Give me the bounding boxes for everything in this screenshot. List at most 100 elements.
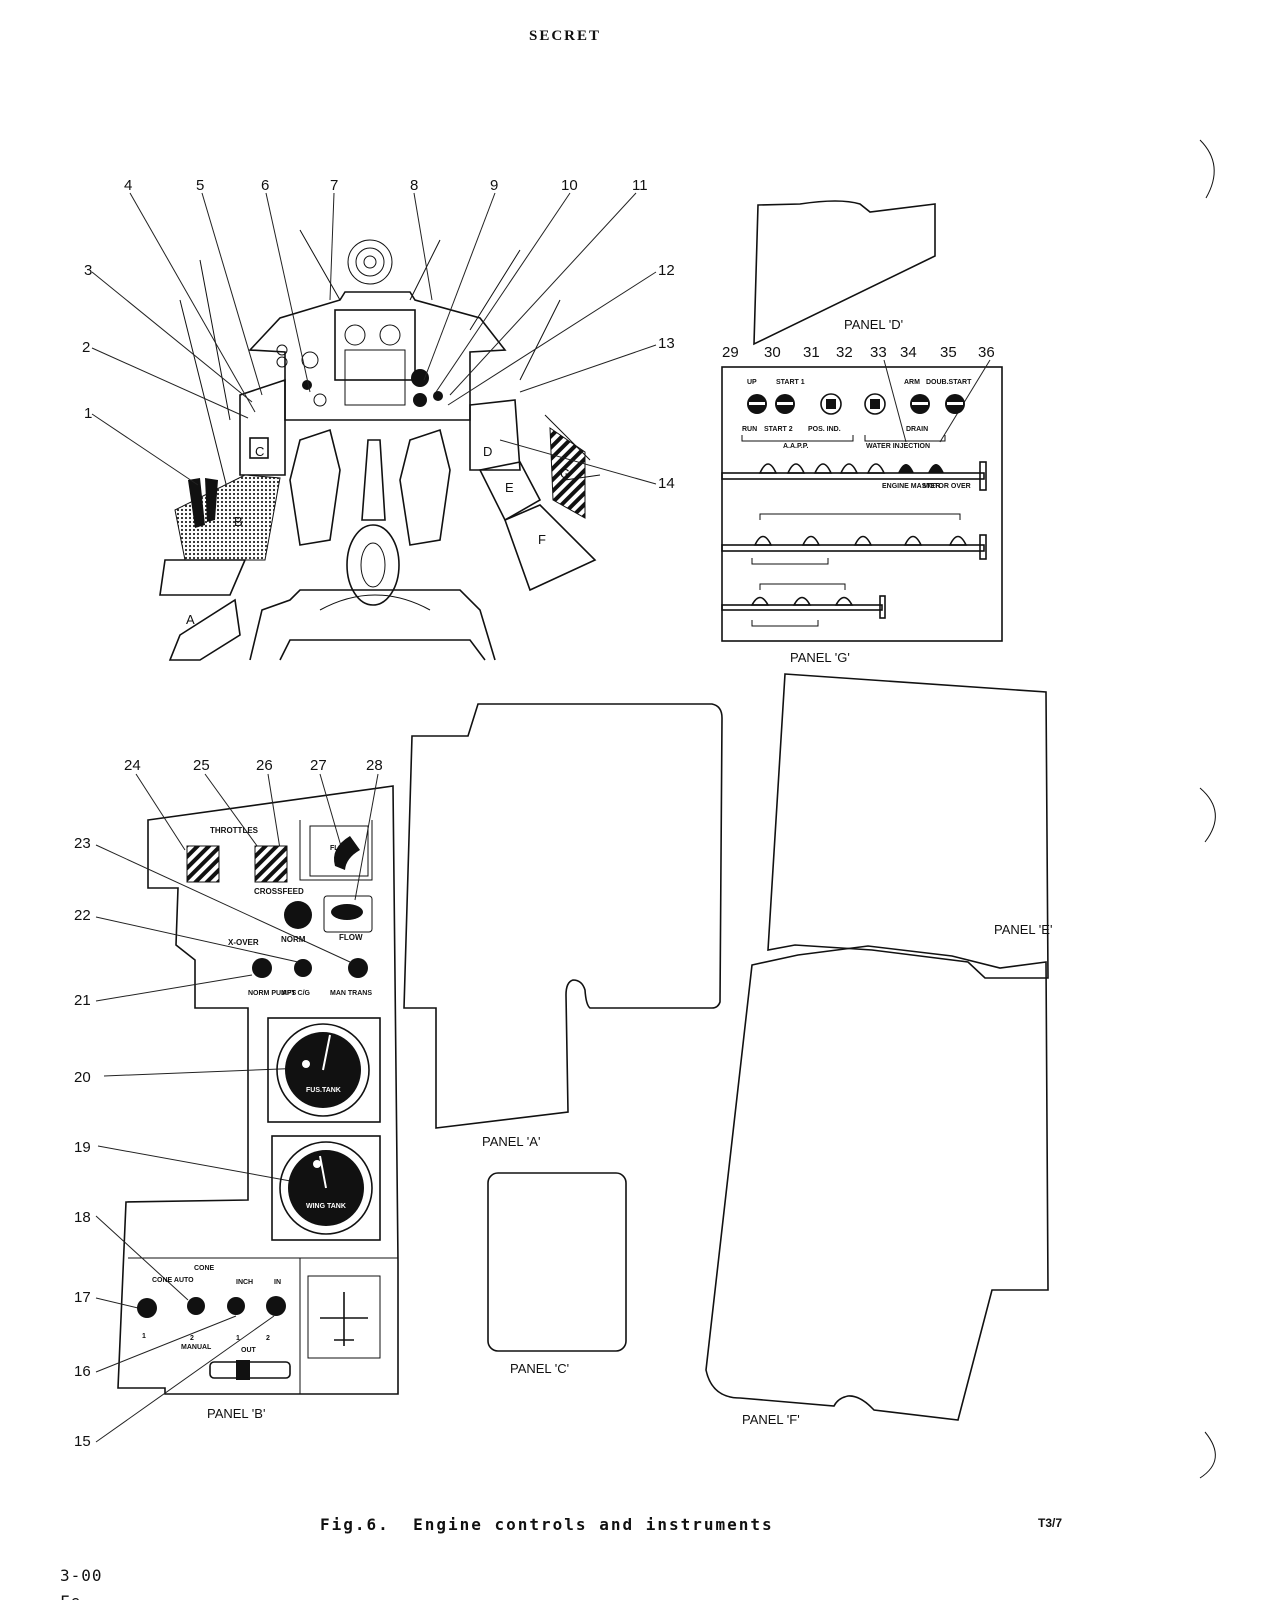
throttle-lever-hp[interactable] bbox=[186, 845, 220, 883]
wing-tank-label: WING TANK bbox=[306, 1203, 346, 1210]
page-number: 3-00 bbox=[60, 1566, 103, 1585]
throttle-lever-lp[interactable] bbox=[254, 845, 288, 883]
cockpit-callouts: 1 2 3 4 5 6 7 8 9 10 11 12 13 14 bbox=[82, 177, 675, 492]
label-posind: POS. IND. bbox=[808, 426, 841, 433]
callout-36: 36 bbox=[978, 344, 995, 361]
callout-15: 15 bbox=[74, 1433, 91, 1450]
panel-f-label: PANEL 'F' bbox=[742, 1412, 800, 1427]
callout-5: 5 bbox=[196, 177, 204, 194]
label-norm-pumps: NORM PUMPS bbox=[248, 990, 297, 997]
callout-35: 35 bbox=[940, 344, 957, 361]
cockpit-letter-b: B bbox=[234, 514, 243, 529]
label-up: UP bbox=[747, 379, 757, 386]
panel-e: PANEL 'E' bbox=[767, 673, 1052, 979]
label-start2: START 2 bbox=[764, 426, 793, 433]
panel-g-row2 bbox=[721, 513, 987, 565]
callout-28: 28 bbox=[366, 757, 383, 774]
aft-cg-switch[interactable] bbox=[294, 959, 312, 977]
label-xover: X-OVER bbox=[228, 938, 259, 947]
label-cone-2: 2 bbox=[190, 1335, 194, 1342]
cockpit-letter-f: F bbox=[538, 532, 546, 547]
label-water-injection: WATER INJECTION bbox=[866, 443, 930, 450]
panel-d-label: PANEL 'D' bbox=[844, 317, 903, 332]
in-switch[interactable] bbox=[266, 1296, 286, 1316]
panel-g-row3 bbox=[721, 583, 886, 627]
panel-f: PANEL 'F' bbox=[705, 945, 1049, 1427]
panel-g-row1 bbox=[721, 461, 987, 491]
label-cone-1: 1 bbox=[142, 1333, 146, 1340]
panel-g-switches bbox=[747, 393, 965, 415]
switch-31-indicator bbox=[826, 399, 836, 409]
callout-23: 23 bbox=[74, 835, 91, 852]
callout-9: 9 bbox=[490, 177, 498, 194]
panel-g: 29 30 31 32 33 34 35 36 UP START 1 ARM D… bbox=[721, 344, 1003, 665]
callout-26: 26 bbox=[256, 757, 273, 774]
callout-11: 11 bbox=[632, 177, 648, 194]
callout-19: 19 bbox=[74, 1139, 91, 1156]
inch-switch[interactable] bbox=[227, 1297, 245, 1315]
figure-reference: T3/7 bbox=[1038, 1516, 1063, 1530]
callout-20: 20 bbox=[74, 1069, 91, 1086]
callout-33: 33 bbox=[870, 344, 887, 361]
panel-b: 24 25 26 27 28 THROTTLES FL CROSSFEED NO… bbox=[74, 757, 399, 1450]
label-crossfeed: CROSSFEED bbox=[254, 887, 304, 896]
panel-b-label: PANEL 'B' bbox=[207, 1406, 265, 1421]
label-motor-over: MOTOR OVER bbox=[923, 483, 971, 490]
label-in: IN bbox=[274, 1279, 281, 1286]
cockpit-illustration bbox=[159, 229, 601, 661]
cockpit-letter-d: D bbox=[483, 444, 492, 459]
switch-32-indicator bbox=[870, 399, 880, 409]
callout-29: 29 bbox=[722, 344, 739, 361]
label-drain: DRAIN bbox=[906, 426, 928, 433]
callout-1: 1 bbox=[84, 405, 92, 422]
label-start1: START 1 bbox=[776, 379, 805, 386]
man-trans-switch[interactable] bbox=[348, 958, 368, 978]
label-cone: CONE bbox=[194, 1265, 215, 1272]
out-lever[interactable] bbox=[236, 1360, 250, 1380]
label-inch-1: 1 bbox=[236, 1335, 240, 1342]
label-man-trans: MAN TRANS bbox=[330, 990, 372, 997]
cockpit-letter-e: E bbox=[505, 480, 514, 495]
panel-g-label: PANEL 'G' bbox=[790, 650, 850, 665]
callout-10: 10 bbox=[561, 177, 578, 194]
callout-34: 34 bbox=[900, 344, 917, 361]
wing-tank-gauge: WING TANK bbox=[271, 1135, 381, 1241]
figure-caption: Fig.6. Engine controls and instruments bbox=[320, 1515, 774, 1534]
callout-32: 32 bbox=[836, 344, 853, 361]
cockpit-leader-lines bbox=[91, 192, 657, 486]
callout-12: 12 bbox=[658, 262, 675, 279]
binder-holes bbox=[1199, 139, 1216, 1479]
pumps-switch[interactable] bbox=[252, 958, 272, 978]
switch-32[interactable] bbox=[864, 393, 886, 415]
label-norm: NORM bbox=[281, 935, 306, 944]
panel-a: PANEL 'A' bbox=[403, 703, 723, 1149]
panel-c: PANEL 'C' bbox=[487, 1172, 627, 1376]
callout-24: 24 bbox=[124, 757, 141, 774]
crossfeed-switch[interactable] bbox=[284, 901, 312, 929]
cockpit-letter-a: A bbox=[186, 612, 195, 627]
panel-d: PANEL 'D' bbox=[753, 200, 936, 346]
cone-auto-switch[interactable] bbox=[187, 1297, 205, 1315]
label-arm: ARM bbox=[904, 379, 920, 386]
switch-31[interactable] bbox=[820, 393, 842, 415]
label-fl: FL bbox=[330, 845, 339, 852]
callout-2: 2 bbox=[82, 339, 90, 356]
callout-3: 3 bbox=[84, 262, 92, 279]
cone-switch-1[interactable] bbox=[137, 1298, 157, 1318]
fus-tank-label: FUS.TANK bbox=[306, 1087, 341, 1094]
panel-e-label: PANEL 'E' bbox=[994, 922, 1052, 937]
classification-header: SECRET bbox=[528, 28, 602, 44]
label-manual: MANUAL bbox=[181, 1344, 212, 1351]
cockpit-letter-labels: A B C D E F G bbox=[186, 444, 570, 627]
callout-8: 8 bbox=[410, 177, 418, 194]
label-doubstart: DOUB.START bbox=[926, 379, 972, 386]
callout-21: 21 bbox=[74, 992, 91, 1009]
callout-27: 27 bbox=[310, 757, 327, 774]
label-run: RUN bbox=[742, 426, 757, 433]
callout-7: 7 bbox=[330, 177, 338, 194]
label-inch: INCH bbox=[236, 1279, 253, 1286]
callout-14: 14 bbox=[658, 475, 675, 492]
flow-switch[interactable] bbox=[331, 904, 363, 920]
